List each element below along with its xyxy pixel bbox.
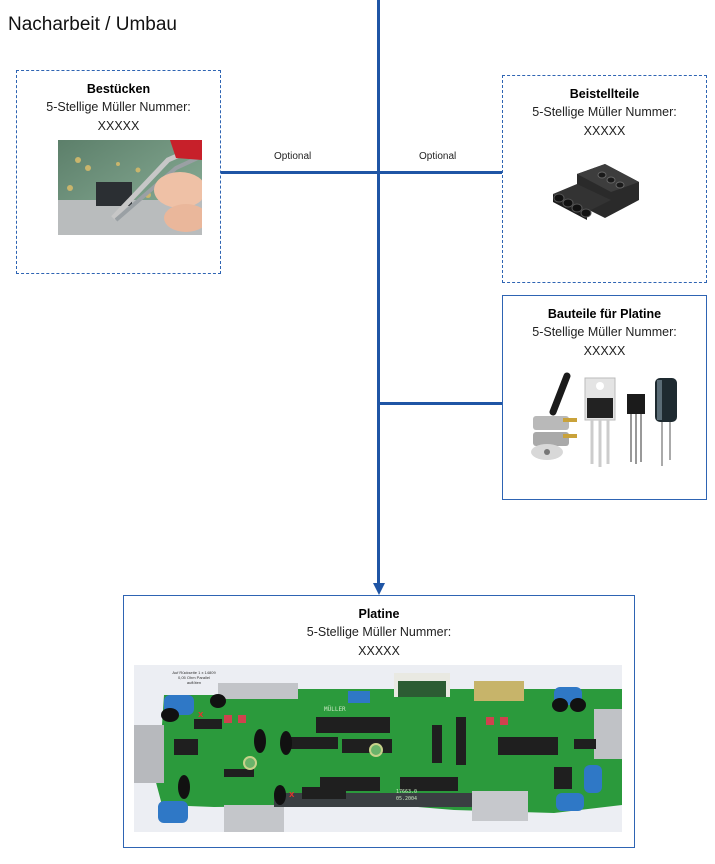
pcb-soldering-photo [58,140,202,235]
bestuecken-number-value: XXXXX [97,119,140,133]
board-marking-line-1: 17663.0 [396,789,417,795]
svg-text:X: X [289,791,295,799]
circuit-board-photo: X X MÜLLER 17663.0 05.2004 Auf Rückseite… [134,665,622,832]
photo-annotation-line-1: Auf Rückseite 1 x 14809 [172,670,216,675]
bauteile-box[interactable]: Bauteile für Platine 5-Stellige Müller N… [502,295,707,500]
connector-bauteile [378,402,502,405]
page-title: Nacharbeit / Umbau [8,14,177,35]
bauteile-number-value: XXXXX [583,344,626,358]
svg-text:X: X [198,711,204,719]
platine-box[interactable]: Platine 5-Stellige Müller Nummer: XXXXX [123,595,635,848]
photo-annotation-line-3: auflöten [187,680,201,685]
beistellteile-number-label: 5-Stellige Müller Nummer: [532,105,677,119]
bauteile-heading: Bauteile für Platine [547,307,662,321]
platine-heading: Platine [358,607,400,621]
photo-annotation-line-2: 0,05 Ohm Parallel [178,675,210,680]
bauteile-number-label: 5-Stellige Müller Nummer: [532,325,677,339]
platine-number-value: XXXXX [358,644,400,658]
connector-housing-photo [547,162,647,222]
connector-right-optional [378,171,502,174]
bestuecken-box[interactable]: Bestücken 5-Stellige Müller Nummer: XXXX… [16,70,221,274]
platine-number-label: 5-Stellige Müller Nummer: [306,625,452,639]
beistellteile-number-value: XXXXX [583,124,626,138]
main-vertical-connector [377,0,380,585]
bestuecken-number-label: 5-Stellige Müller Nummer: [46,100,191,114]
components-photo [527,372,687,472]
optional-label-left: Optional [274,151,312,162]
connector-left-optional [221,171,379,174]
board-marking-line-2: 05.2004 [396,796,417,802]
bestuecken-heading: Bestücken [86,82,151,96]
optional-label-right: Optional [419,151,457,162]
board-brand: MÜLLER [324,706,346,713]
arrow-down-icon [372,583,385,595]
beistellteile-box[interactable]: Beistellteile 5-Stellige Müller Nummer: … [502,75,707,283]
beistellteile-heading: Beistellteile [569,87,640,101]
